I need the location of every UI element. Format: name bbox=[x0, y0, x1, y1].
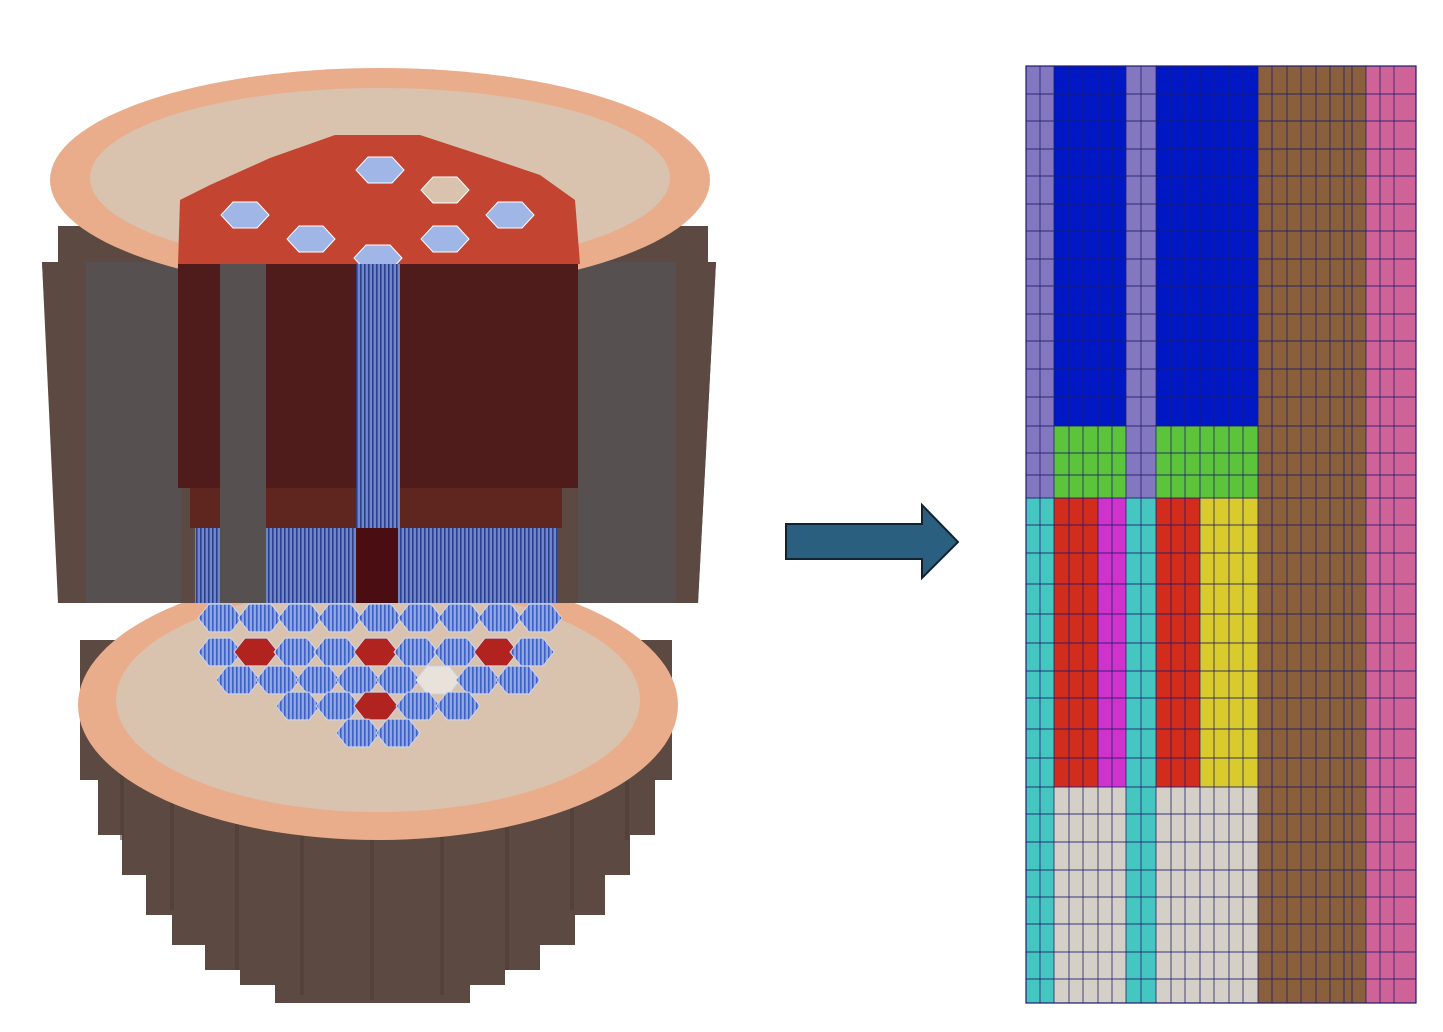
hex-assembly bbox=[395, 691, 441, 721]
hex-assembly bbox=[420, 176, 470, 204]
hex-assembly bbox=[357, 603, 403, 633]
mesh-region bbox=[1156, 498, 1200, 787]
lower-hex-assemblies bbox=[197, 603, 563, 748]
hex-assembly bbox=[420, 225, 470, 253]
axial-mesh-grid bbox=[1025, 65, 1417, 1004]
mesh-region bbox=[1258, 66, 1366, 1003]
hex-assembly bbox=[435, 691, 481, 721]
central-channel bbox=[356, 264, 400, 528]
hex-assembly bbox=[237, 603, 283, 633]
control-channel-left bbox=[220, 264, 266, 603]
hex-assembly bbox=[286, 225, 336, 253]
mesh-region bbox=[1156, 787, 1258, 1003]
hex-assembly bbox=[375, 718, 421, 748]
hex-assembly bbox=[335, 718, 381, 748]
mesh-region bbox=[1054, 787, 1126, 1003]
mesh-region bbox=[1054, 66, 1126, 426]
hex-assembly bbox=[355, 156, 405, 184]
cutaway-left-band bbox=[86, 262, 181, 603]
side-wall-left bbox=[42, 262, 86, 603]
fuel-zone-top bbox=[178, 135, 580, 264]
right-arrow bbox=[785, 502, 960, 581]
lower-body-columns bbox=[120, 760, 629, 1000]
mesh-region bbox=[1054, 426, 1126, 498]
hex-assembly bbox=[517, 603, 563, 633]
hex-assembly bbox=[275, 691, 321, 721]
reactor-core-3d-model bbox=[42, 68, 716, 1003]
side-wall-right bbox=[676, 262, 716, 603]
hex-assembly bbox=[277, 603, 323, 633]
mesh-region bbox=[1366, 66, 1416, 1003]
hex-assembly bbox=[495, 665, 541, 695]
hex-assembly bbox=[397, 603, 443, 633]
mesh-region bbox=[1054, 498, 1098, 787]
hex-assembly bbox=[509, 637, 555, 667]
mesh-border bbox=[1025, 65, 1417, 1004]
hex-assembly bbox=[197, 603, 243, 633]
hex-assembly bbox=[437, 603, 483, 633]
central-channel-bottom bbox=[356, 528, 398, 603]
mesh-region bbox=[1156, 66, 1258, 426]
mesh-region bbox=[1156, 426, 1258, 498]
hex-assembly bbox=[317, 603, 363, 633]
hex-assembly bbox=[477, 603, 523, 633]
cutaway-right-band bbox=[578, 262, 676, 603]
hex-assembly bbox=[215, 665, 261, 695]
hex-assembly bbox=[220, 201, 270, 229]
upper-hex-assemblies bbox=[220, 156, 535, 272]
hex-assembly bbox=[485, 201, 535, 229]
hex-assembly bbox=[455, 665, 501, 695]
